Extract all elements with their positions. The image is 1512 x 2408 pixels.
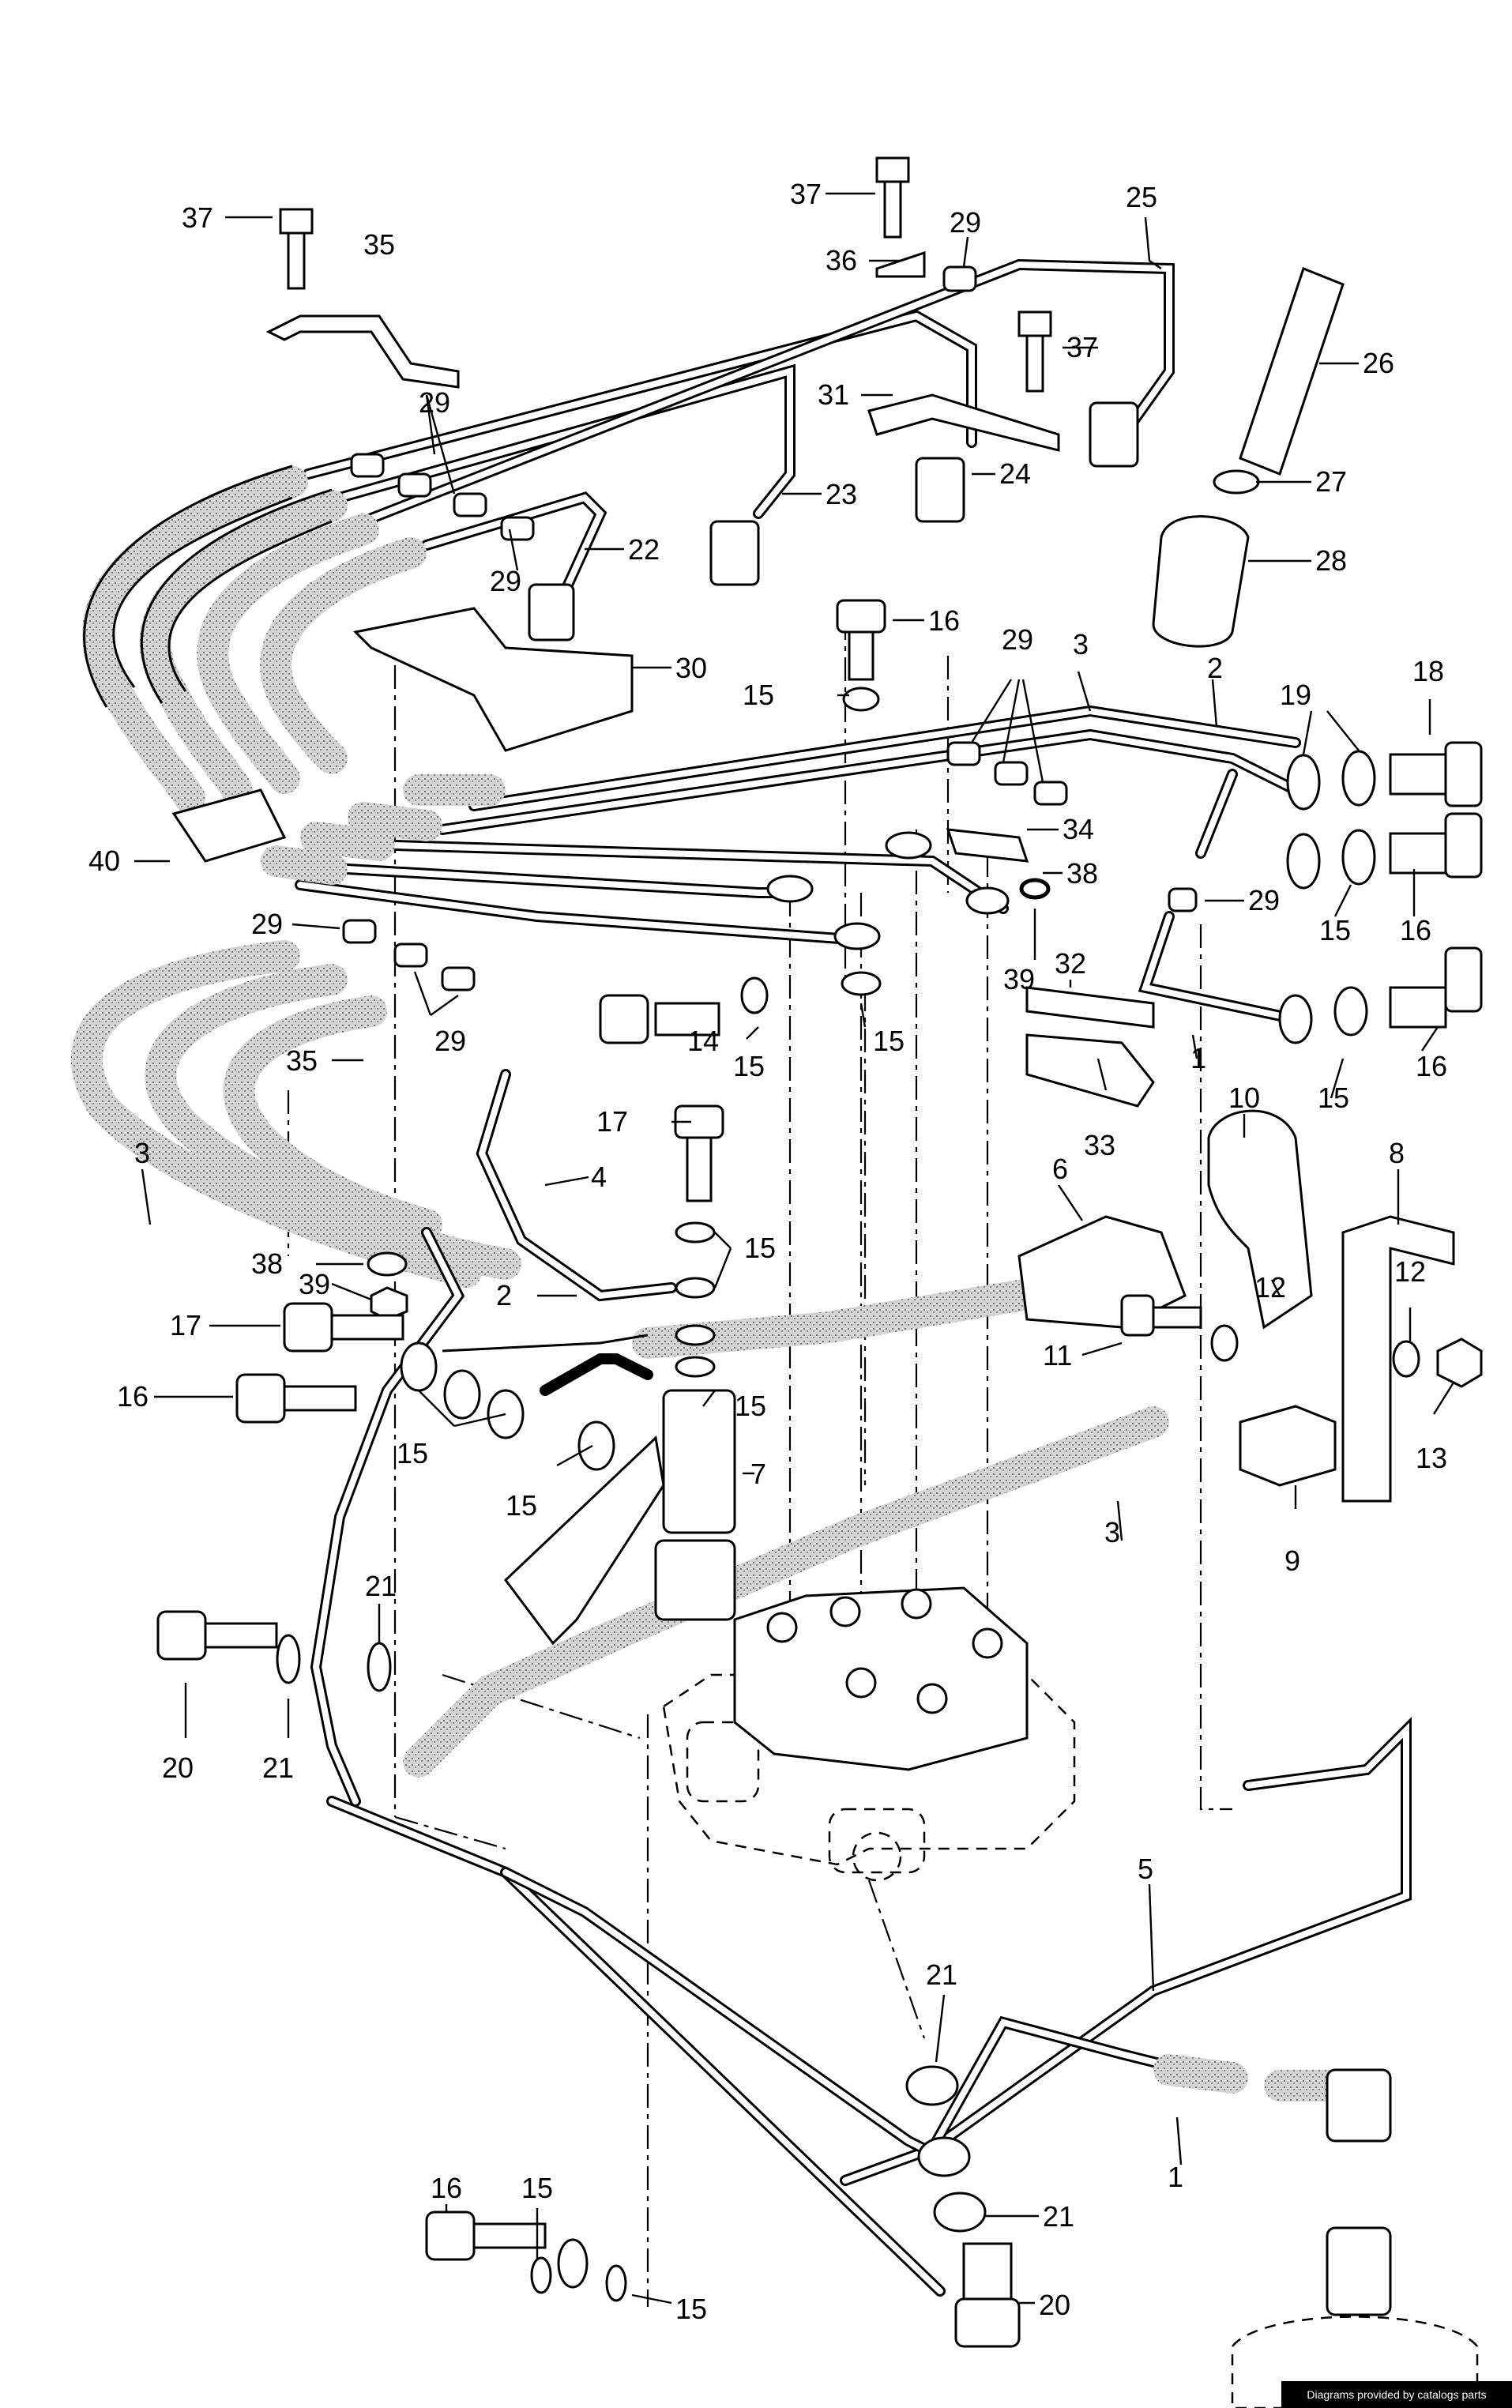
- callout-16: 16: [117, 1380, 149, 1413]
- lower-return-lines: [500, 1717, 1412, 2186]
- callout-15: 15: [744, 1232, 776, 1264]
- callout-16: 16: [431, 2172, 462, 2204]
- callout-11: 11: [1043, 1339, 1072, 1371]
- callout-32: 32: [1055, 947, 1086, 980]
- callout-6: 6: [1052, 1153, 1068, 1185]
- callout-19: 19: [1280, 679, 1311, 711]
- callout-40: 40: [88, 845, 120, 877]
- callout-35: 35: [286, 1044, 318, 1077]
- callout-25: 25: [1126, 181, 1157, 213]
- callout-37: 37: [182, 201, 213, 234]
- callout-3: 3: [134, 1137, 150, 1169]
- callout-15: 15: [521, 2172, 553, 2204]
- callout-16: 16: [1416, 1050, 1447, 1082]
- callout-29: 29: [950, 206, 981, 239]
- callout-38: 38: [251, 1247, 283, 1280]
- callout-15: 15: [873, 1025, 905, 1057]
- callout-15: 15: [397, 1437, 428, 1469]
- callout-15: 15: [733, 1050, 765, 1082]
- callout-15: 15: [675, 2293, 707, 2325]
- callout-28: 28: [1315, 544, 1347, 577]
- hardware-parts: [156, 156, 1483, 2408]
- callout-labels: 37 35 37 29 36 25 37 26 29 31 24 23 27 2…: [88, 178, 1447, 2325]
- callout-22: 22: [628, 533, 660, 566]
- callout-14: 14: [687, 1025, 719, 1057]
- callout-1: 1: [1168, 2161, 1183, 2193]
- callout-2: 2: [496, 1279, 512, 1311]
- callout-39: 39: [299, 1268, 330, 1300]
- callout-16: 16: [928, 604, 960, 637]
- callout-21: 21: [926, 1958, 957, 1991]
- callout-15: 15: [735, 1390, 766, 1422]
- callout-17: 17: [170, 1309, 201, 1341]
- callout-29: 29: [419, 386, 450, 419]
- callout-33: 33: [1084, 1129, 1115, 1161]
- attribution-footer: Diagrams provided by catalogs parts: [1281, 2381, 1512, 2408]
- fuel-distributor: [733, 1586, 1029, 1771]
- callout-24: 24: [999, 457, 1031, 490]
- callout-15: 15: [743, 679, 774, 711]
- callout-15: 15: [1318, 1082, 1349, 1114]
- callout-8: 8: [1389, 1137, 1405, 1169]
- callout-15: 15: [506, 1489, 537, 1522]
- callout-26: 26: [1363, 347, 1394, 379]
- callout-12: 12: [1254, 1271, 1286, 1304]
- callout-17: 17: [596, 1105, 628, 1138]
- callout-2: 2: [1207, 652, 1223, 684]
- callout-29: 29: [434, 1025, 466, 1057]
- callout-7: 7: [750, 1458, 766, 1490]
- callout-34: 34: [1063, 813, 1094, 845]
- callout-21: 21: [365, 1570, 397, 1602]
- callout-9: 9: [1284, 1545, 1300, 1577]
- callout-3: 3: [1104, 1516, 1120, 1548]
- upper-hoses: [82, 465, 427, 814]
- callout-12: 12: [1394, 1255, 1426, 1288]
- callout-10: 10: [1228, 1082, 1260, 1114]
- callout-37: 37: [790, 178, 822, 210]
- callout-35: 35: [363, 228, 395, 261]
- callout-39: 39: [1003, 963, 1035, 995]
- callout-1: 1: [1190, 1042, 1206, 1074]
- callout-21: 21: [262, 1751, 294, 1784]
- callout-36: 36: [826, 244, 857, 277]
- callout-18: 18: [1412, 655, 1444, 687]
- callout-23: 23: [826, 478, 857, 510]
- callout-5: 5: [1138, 1853, 1153, 1885]
- lower-left-hoses: [70, 940, 521, 1288]
- callout-38: 38: [1066, 857, 1098, 890]
- callout-29: 29: [490, 565, 521, 597]
- middle-hoses: [261, 774, 506, 885]
- callout-29: 29: [1002, 623, 1033, 656]
- callout-4: 4: [591, 1161, 607, 1193]
- leader-lines: [134, 192, 1455, 2305]
- callout-21: 21: [1043, 2200, 1074, 2233]
- callout-37: 37: [1066, 331, 1098, 363]
- callout-15: 15: [1319, 914, 1351, 946]
- callout-29: 29: [251, 908, 283, 940]
- callout-20: 20: [162, 1751, 194, 1784]
- callout-16: 16: [1400, 914, 1431, 946]
- callout-31: 31: [818, 378, 849, 411]
- callout-13: 13: [1416, 1442, 1447, 1474]
- callout-30: 30: [675, 652, 707, 684]
- callout-29: 29: [1248, 884, 1280, 916]
- callout-3: 3: [1073, 628, 1089, 660]
- callout-27: 27: [1315, 465, 1347, 498]
- callout-20: 20: [1039, 2289, 1070, 2321]
